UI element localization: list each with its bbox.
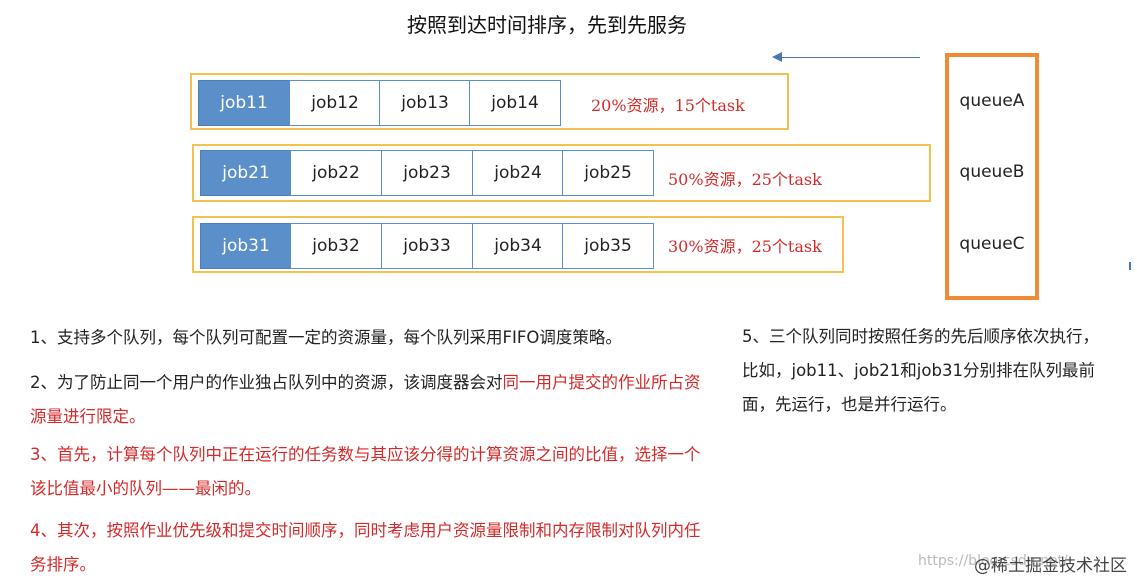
queue-list-box: queueA queueB queueC [945, 53, 1039, 300]
queue-row-b: job21 job22 job23 job24 job25 50%资源，25个t… [192, 144, 931, 202]
watermark-url: https://blog.csdn.net/ [918, 553, 1068, 569]
edge-mark [1129, 262, 1131, 270]
job-box: job34 [472, 223, 564, 269]
note-3: 3、首先，计算每个队列中正在运行的任务数与其应该分得的计算资源之间的比值，选择一… [30, 445, 701, 498]
arrow-shaft [780, 57, 920, 58]
note-5: 5、三个队列同时按照任务的先后顺序依次执行，比如，job11、job21和job… [742, 327, 1099, 414]
job-box: job33 [381, 223, 473, 269]
job-box: job24 [472, 150, 564, 196]
note-2: 2、为了防止同一个用户的作业独占队列中的资源，该调度器会对同一用户提交的作业所占… [30, 366, 710, 434]
queue-row-a: job11 job12 job13 job14 20%资源，15个task [190, 73, 789, 130]
note-2-highlight: 同一用户提交的作业所占资源量进行限定。 [30, 373, 701, 426]
note-1: 1、支持多个队列，每个队列可配置一定的资源量，每个队列采用FIFO调度策略。 [30, 328, 622, 347]
resource-label: 50%资源，25个task [668, 170, 822, 189]
job-box: job13 [379, 80, 471, 126]
resource-label: 20%资源，15个task [591, 96, 745, 115]
job-box: job14 [469, 80, 561, 126]
note-4: 4、其次，按照作业优先级和提交时间顺序，同时考虑用户资源量限制和内存限制对队列内… [30, 521, 701, 574]
diagram-title: 按照到达时间排序，先到先服务 [407, 13, 687, 37]
job-box: job35 [562, 223, 654, 269]
resource-label: 30%资源，25个task [668, 237, 822, 256]
note-2-text: 2、为了防止同一个用户的作业独占队列中的资源，该调度器会对 [30, 373, 503, 392]
job-box: job31 [200, 223, 292, 269]
job-box: job32 [290, 223, 382, 269]
brand-watermark: @稀土掘金技术社区 [974, 556, 1127, 576]
queue-label-b: queueB [959, 162, 1025, 182]
job-box: job11 [198, 80, 290, 126]
left-arrow-icon [772, 52, 782, 62]
job-box: job21 [200, 150, 292, 196]
queue-label-a: queueA [959, 91, 1025, 111]
job-box: job23 [381, 150, 473, 196]
job-box: job25 [562, 150, 654, 196]
queue-row-c: job31 job32 job33 job34 job35 30%资源，25个t… [192, 216, 844, 273]
job-box: job12 [289, 80, 381, 126]
queue-label-c: queueC [959, 234, 1025, 254]
job-box: job22 [290, 150, 382, 196]
